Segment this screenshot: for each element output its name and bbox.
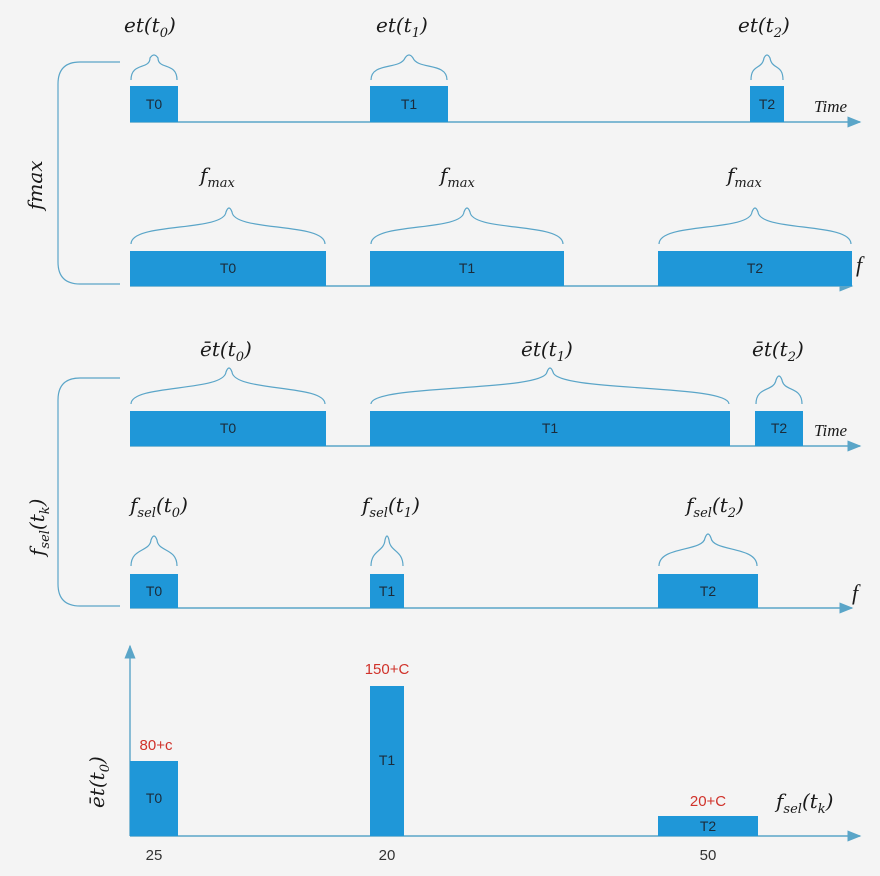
fmax-time-bar-t1-label: T1 [401,96,418,112]
chart-tick-t1: 20 [379,847,396,864]
fsel-time-bar-t1-label: T1 [542,420,559,436]
fsel-freq-bar-t2 [658,574,758,608]
chart-y-label: ēt(t0) [85,756,113,808]
fsel-freq-bar-t0-label: T0 [146,583,163,599]
chart-bar-t2-value: 20+C [690,793,726,810]
fmax-time-brace-t1 [370,54,448,81]
fsel-freq-bar-t1-label: T1 [379,583,396,599]
fmax-freq-brace-t1 [370,207,564,245]
fsel-freq-bar-t1 [370,574,404,608]
chart-bar-t0-value: 80+c [140,737,173,754]
section-fsel-label: fsel(tk) [25,499,53,558]
fmax-freq-bar-t2 [658,251,852,286]
chart-bar-t1-value: 150+C [365,661,410,678]
fsel-time-bar-t2-label: T2 [771,420,788,436]
chart-bar-t2 [658,816,758,836]
fmax-freq-bar-t1 [370,251,564,286]
fmax-freq-bar-t1-label: T1 [459,260,476,276]
fmax-freq-brace-t1-label: fmax [438,163,475,191]
fsel-freq-brace-t0 [130,535,178,567]
fsel-freq-bar-t2-label: T2 [700,583,717,599]
fmax-time-brace-t2-label: et(t2) [738,13,790,41]
fmax-time-bar-t0-label: T0 [146,96,163,112]
fmax-time-bar-t2 [750,86,784,122]
chart-tick-t2: 50 [700,847,717,864]
fsel-time-bar-t1 [370,411,730,446]
fsel-freq-axis-label: f [852,580,861,605]
section-fmax-bracket [57,61,120,285]
fmax-freq-brace-t0-label: fmax [198,163,235,191]
fmax-freq-brace-t0 [130,207,326,245]
fmax-freq-axis-label: f [856,252,865,277]
chart-bar-t1 [370,686,404,836]
fmax-freq-bar-t2-label: T2 [747,260,764,276]
fsel-freq-brace-t1 [370,535,404,567]
fmax-time-brace-t1-label: et(t1) [376,13,428,41]
fsel-time-brace-t2 [755,375,803,405]
fmax-freq-brace-t2 [658,207,852,245]
fsel-time-axis-label: Time [814,421,848,440]
fsel-freq-brace-t2-label: fsel(t2) [684,493,744,521]
fsel-time-brace-t1 [370,367,730,405]
fsel-freq-brace-t0-label: fsel(t0) [128,493,188,521]
chart-bar-t0-label: T0 [146,790,163,806]
chart-bar-t2-label: T2 [700,818,717,834]
fsel-time-brace-t1-label: ēt(t1) [521,337,573,365]
fmax-freq-bar-t0-label: T0 [220,260,237,276]
fsel-time-brace-t2-label: ēt(t2) [752,337,804,365]
fmax-time-bar-t0 [130,86,178,122]
chart-tick-t0: 25 [146,847,163,864]
fsel-time-brace-t0 [130,367,326,405]
fmax-freq-bar-t0 [130,251,326,286]
chart-bar-t0 [130,761,178,836]
chart-bar-t1-label: T1 [379,752,396,768]
fsel-freq-brace-t1-label: fsel(t1) [360,493,420,521]
fsel-time-bar-t0-label: T0 [220,420,237,436]
fsel-time-brace-t0-label: ēt(t0) [200,337,252,365]
fsel-freq-brace-t2 [658,533,758,567]
fmax-time-brace-t0-label: et(t0) [124,13,176,41]
fmax-time-brace-t0 [130,54,178,81]
chart-x-label: fsel(tk) [774,789,833,817]
fmax-time-bar-t1 [370,86,448,122]
section-fmax-label: fmax [23,160,47,212]
fmax-freq-brace-t2-label: fmax [725,163,762,191]
fmax-time-axis-label: Time [814,97,848,116]
fsel-time-bar-t0 [130,411,326,446]
fmax-time-bar-t2-label: T2 [759,96,776,112]
section-fsel-bracket [57,377,120,607]
fsel-freq-bar-t0 [130,574,178,608]
fmax-time-brace-t2 [750,54,784,81]
fsel-time-bar-t2 [755,411,803,446]
